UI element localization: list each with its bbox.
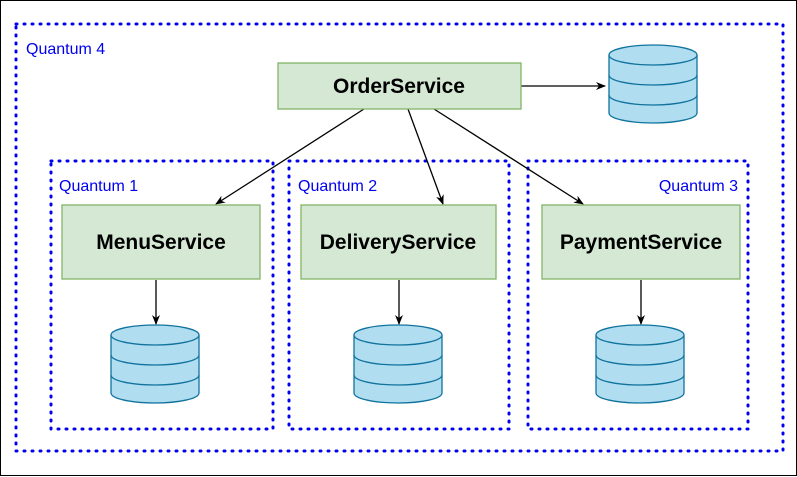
- quantum-2-label: Quantum 2: [298, 178, 377, 195]
- menu-service-node[interactable]: MenuService: [61, 204, 261, 280]
- quantum-3-label: Quantum 3: [659, 178, 738, 195]
- quantum-4-boundary: [14, 22, 785, 453]
- arrow-order-to-payment: [433, 108, 584, 205]
- payment-service-node[interactable]: PaymentService: [541, 204, 741, 280]
- order-service-node[interactable]: OrderService: [277, 62, 522, 110]
- quantum-4-label: Quantum 4: [26, 41, 105, 58]
- database-icon: [110, 324, 200, 404]
- arrow-order-to-delivery: [407, 108, 444, 205]
- delivery-service-label: DeliveryService: [320, 231, 476, 254]
- menu-service-label: MenuService: [96, 231, 226, 254]
- database-icon: [595, 324, 685, 404]
- quantum-2-boundary: [287, 159, 511, 431]
- database-icon: [353, 324, 443, 404]
- payment-service-label: PaymentService: [560, 231, 722, 254]
- quantum-1-label: Quantum 1: [59, 178, 138, 195]
- quantum-3-boundary: [526, 159, 750, 431]
- quantum-1-boundary: [49, 159, 275, 431]
- order-service-label: OrderService: [333, 75, 465, 98]
- delivery-service-node[interactable]: DeliveryService: [300, 204, 497, 280]
- arrow-order-to-menu: [215, 108, 365, 205]
- database-icon: [608, 44, 698, 124]
